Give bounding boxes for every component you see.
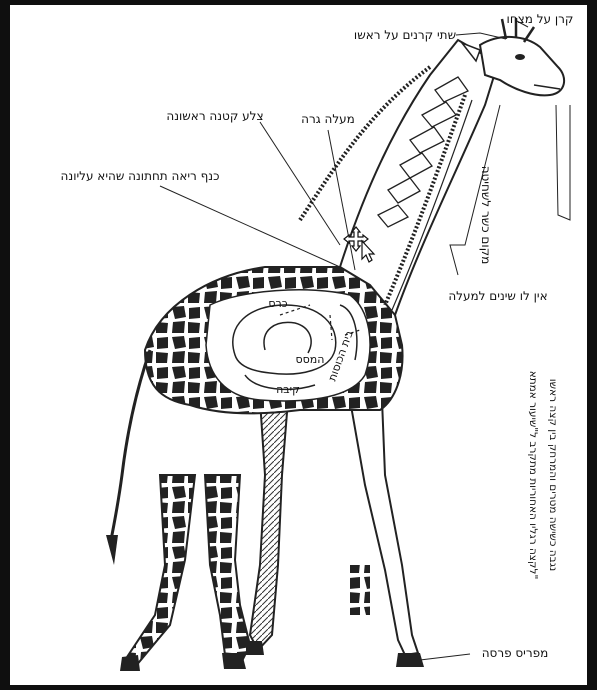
diagram-frame: קרן על מצחו שתי קרנים על ראשו צלע קטנה ר… — [10, 5, 587, 685]
label-horn-forehead: קרן על מצחו — [507, 12, 574, 26]
hind-legs — [125, 475, 250, 667]
hooves — [120, 641, 424, 671]
label-cud-raising: מעלה גרה — [301, 112, 355, 126]
side-note-line2: לקצה רגליו האחוריות מתקרב ל"שיעור אמתא" — [527, 371, 539, 580]
eye — [515, 54, 525, 60]
front-legs — [250, 400, 418, 655]
side-note-line1: נגבה כשישה מטרים והמרחק בין קצה ראשו — [547, 379, 559, 571]
giraffe-head — [480, 37, 564, 95]
label-first-small-rib: צלע קטנה ראשונה — [166, 109, 263, 123]
label-omasum: המסס — [296, 353, 325, 366]
giraffe-diagram: קרן על מצחו שתי קרנים על ראשו צלע קטנה ר… — [10, 5, 587, 685]
tail — [110, 350, 150, 545]
giraffe-neck — [340, 40, 498, 315]
label-rumen: כרס — [268, 297, 287, 310]
label-no-upper-teeth: אין לו שינים למעלה — [448, 289, 547, 303]
label-kosher-slaughter: מקום כשר לשחיטה — [479, 166, 493, 265]
label-abomasum: קיבה — [276, 383, 300, 396]
label-two-horns: שתי קרנים על ראשו — [354, 28, 456, 42]
label-lower-lung-wing: כנף ריאה תחתונה שהיא עליונה — [61, 169, 220, 183]
label-split-hoof: מפריס פרסה — [482, 646, 549, 660]
